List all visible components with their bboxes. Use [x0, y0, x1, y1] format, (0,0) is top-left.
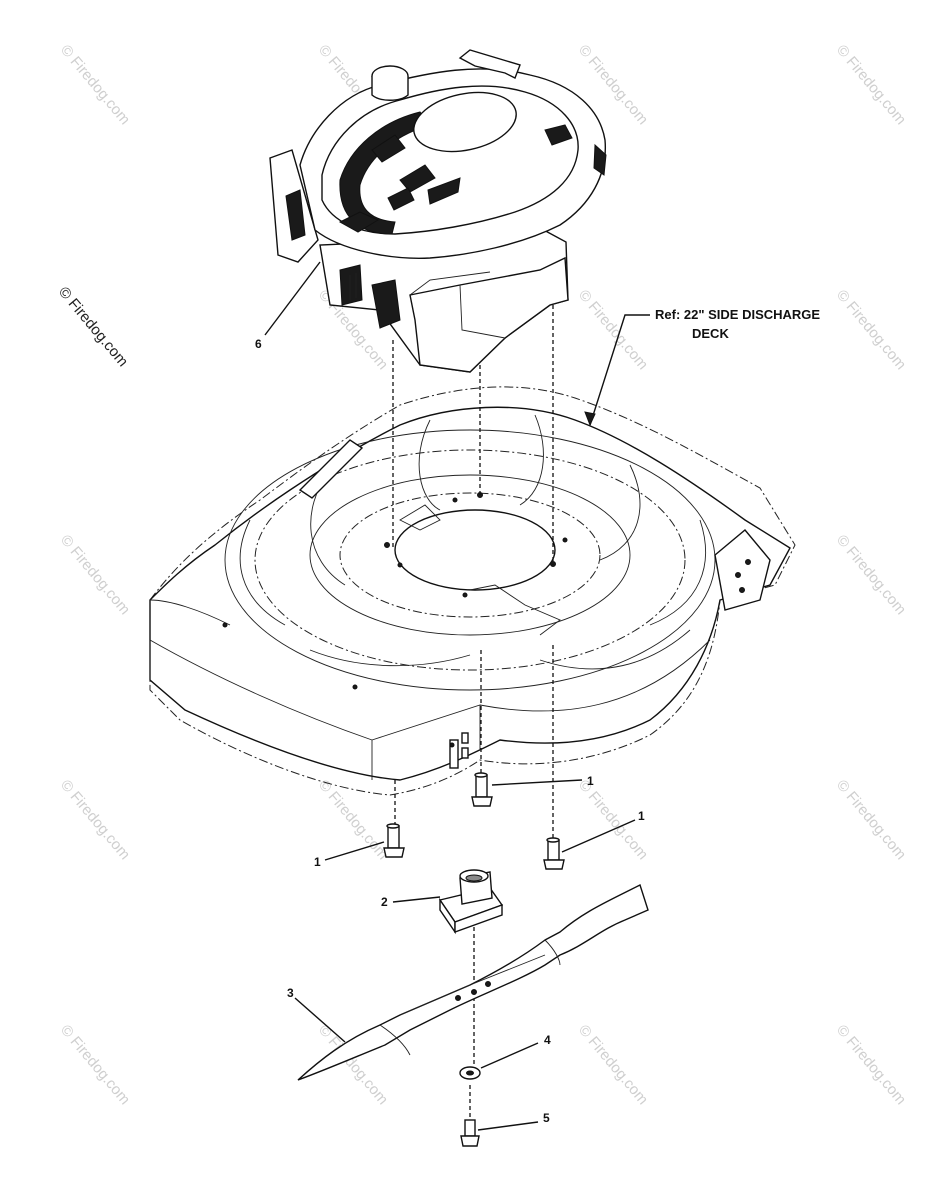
mower-deck	[149, 386, 796, 796]
engine-mount-lines	[392, 305, 554, 565]
watermark: © Firedog.com	[833, 287, 909, 373]
reference-label-line2: DECK	[692, 326, 729, 341]
watermark: © Firedog.com	[575, 287, 651, 373]
watermark: © Firedog.com	[833, 777, 909, 863]
watermark: © Firedog.com	[57, 42, 133, 128]
callout-1: 1	[587, 774, 594, 788]
watermark: © Firedog.com	[833, 532, 909, 618]
bolt-right	[543, 837, 565, 870]
watermark: © Firedog.com	[57, 777, 133, 863]
callout-3: 3	[287, 986, 294, 1000]
blade-bolt	[460, 1119, 480, 1147]
reference-label: Ref: 22" SIDE DISCHARGE DECK	[655, 307, 820, 341]
blade	[297, 884, 649, 1081]
watermark: © Firedog.com	[575, 1022, 651, 1108]
reference-label-line1: Ref: 22" SIDE DISCHARGE	[655, 307, 820, 322]
blade-adapter	[438, 869, 504, 935]
bolt-left	[383, 823, 405, 858]
watermark: © Firedog.com	[57, 1022, 133, 1108]
watermark: © Firedog.com	[833, 1022, 909, 1108]
copyright-notice: © Firedog.com	[55, 284, 131, 370]
callout-6: 6	[255, 337, 262, 351]
callout-1: 1	[638, 809, 645, 823]
watermark: © Firedog.com	[57, 532, 133, 618]
leader-lines	[264, 261, 650, 1131]
callout-2: 2	[381, 895, 388, 909]
callout-4: 4	[544, 1033, 551, 1047]
callout-5: 5	[543, 1111, 550, 1125]
watermark: © Firedog.com	[833, 42, 909, 128]
callout-1: 1	[314, 855, 321, 869]
engine	[269, 49, 607, 373]
bolt-right-top	[471, 772, 493, 807]
callouts: 6 1 1 1 2 3 4 5	[255, 337, 645, 1125]
washer	[459, 1066, 481, 1080]
